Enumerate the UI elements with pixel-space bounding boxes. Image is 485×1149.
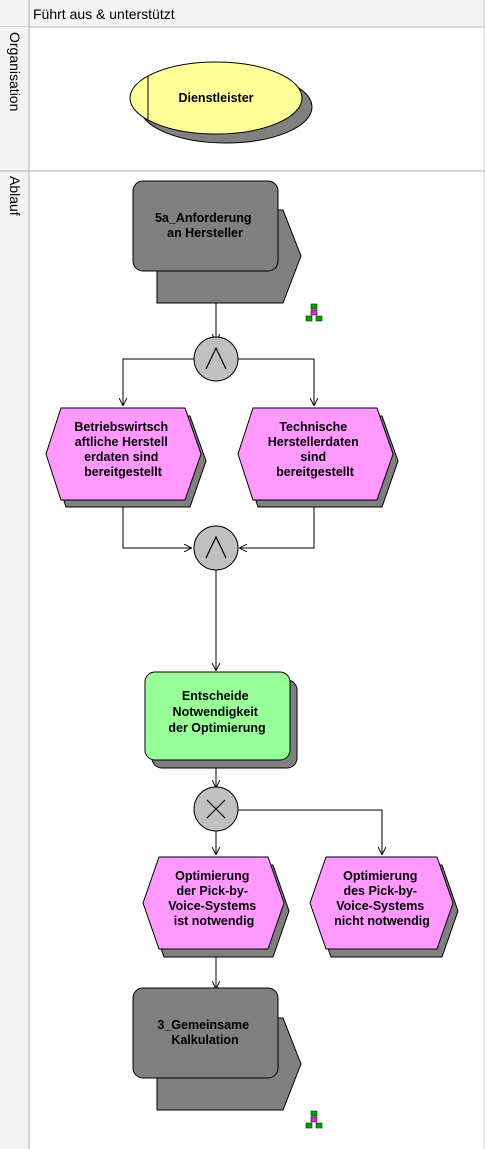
event-notwendig-line-1: Optimierung (175, 869, 249, 883)
header-bar (0, 0, 485, 27)
org-unit-shape (129, 61, 303, 135)
svg-text:Optimierung der Pick-by-: Optimierung der Pick-by- Voice-Systems i… (168, 869, 260, 928)
svg-text:Optimierung des Pick-by-: Optimierung des Pick-by- Voice-Systems n… (334, 869, 430, 928)
operator-and-join[interactable] (193, 525, 239, 571)
event-optimierung-notwendig[interactable]: Optimierung der Pick-by- Voice-Systems i… (142, 856, 290, 958)
event-nicht-notwendig-line-2: des Pick-by- (343, 884, 417, 898)
event-betrieb-line-2: aftliche Herstell (75, 435, 168, 449)
anforderung-line-1: 5a_Anforderung (155, 211, 252, 225)
org-unit-label: Dienstleister (178, 91, 253, 105)
event-technisch-line-1: Technische (279, 420, 347, 434)
svg-text:Technische Herstellerdat: Technische Herstellerdaten sind bereitge… (268, 420, 363, 479)
event-nicht-notwendig-line-3: Voice-Systems (336, 899, 424, 913)
event-technisch-line-4: bereitgestellt (276, 465, 355, 479)
event-notwendig-line-2: der Pick-by- (176, 884, 248, 898)
entscheide-line-1: Entscheide (182, 689, 249, 703)
lane-label-ablauf: Ablauf (7, 176, 23, 216)
lane-label-organisation: Organisation (7, 32, 23, 111)
event-optimierung-nicht-notwendig[interactable]: Optimierung des Pick-by- Voice-Systems n… (309, 856, 459, 958)
process-interface-gemeinsame-kalkulation[interactable]: 3_Gemeinsame Kalkulation (132, 987, 302, 1111)
hierarchy-icon[interactable] (305, 1110, 323, 1129)
svg-text:5a_Anforderung an Herste: 5a_Anforderung an Hersteller (155, 211, 255, 240)
event-nicht-notwendig-line-1: Optimierung (343, 869, 417, 883)
event-technisch-line-2: Herstellerdaten (268, 435, 359, 449)
process-interface-anforderung[interactable]: 5a_Anforderung an Hersteller (132, 180, 302, 304)
connectors (123, 303, 382, 988)
svg-text:Entscheide Notwendigkeit: Entscheide Notwendigkeit der Optimierung (168, 689, 265, 735)
event-notwendig-line-3: Voice-Systems (168, 899, 256, 913)
operator-and-split[interactable] (193, 336, 239, 382)
event-betrieb-line-3: erdaten sind (84, 450, 158, 464)
entscheide-line-2: Notwendigkeit (173, 705, 259, 719)
event-technisch-line-3: sind (300, 450, 326, 464)
event-betrieb-line-4: bereitgestellt (84, 465, 163, 479)
gemeinsame-line-1: 3_Gemeinsame (157, 1018, 249, 1032)
operator-xor-split[interactable] (193, 786, 239, 832)
svg-text:Dienstleister: Dienstleister (178, 91, 253, 105)
svg-text:3_Gemeinsame Kalkulation: 3_Gemeinsame Kalkulation (157, 1018, 252, 1047)
entscheide-line-3: der Optimierung (168, 721, 265, 735)
hierarchy-icon[interactable] (305, 303, 323, 322)
org-unit-dienstleister[interactable]: Dienstleister (129, 61, 313, 144)
header-title: Führt aus & unterstützt (33, 6, 175, 22)
event-betrieb-line-1: Betriebswirtsch (74, 420, 168, 434)
svg-text:Betriebswirtsch aftliche: Betriebswirtsch aftliche Herstell erdate… (74, 420, 171, 479)
gemeinsame-line-2: Kalkulation (171, 1033, 238, 1047)
function-entscheide-notwendigkeit[interactable]: Entscheide Notwendigkeit der Optimierung (144, 671, 298, 769)
event-nicht-notwendig-line-4: nicht notwendig (334, 914, 430, 928)
event-notwendig-line-4: ist notwendig (174, 914, 255, 928)
anforderung-line-2: an Hersteller (167, 226, 243, 240)
event-betriebswirtschaftliche-daten[interactable]: Betriebswirtsch aftliche Herstell erdate… (45, 407, 207, 508)
lane-gutter (0, 27, 29, 1149)
event-technische-herstellerdaten[interactable]: Technische Herstellerdaten sind bereitge… (237, 407, 399, 508)
